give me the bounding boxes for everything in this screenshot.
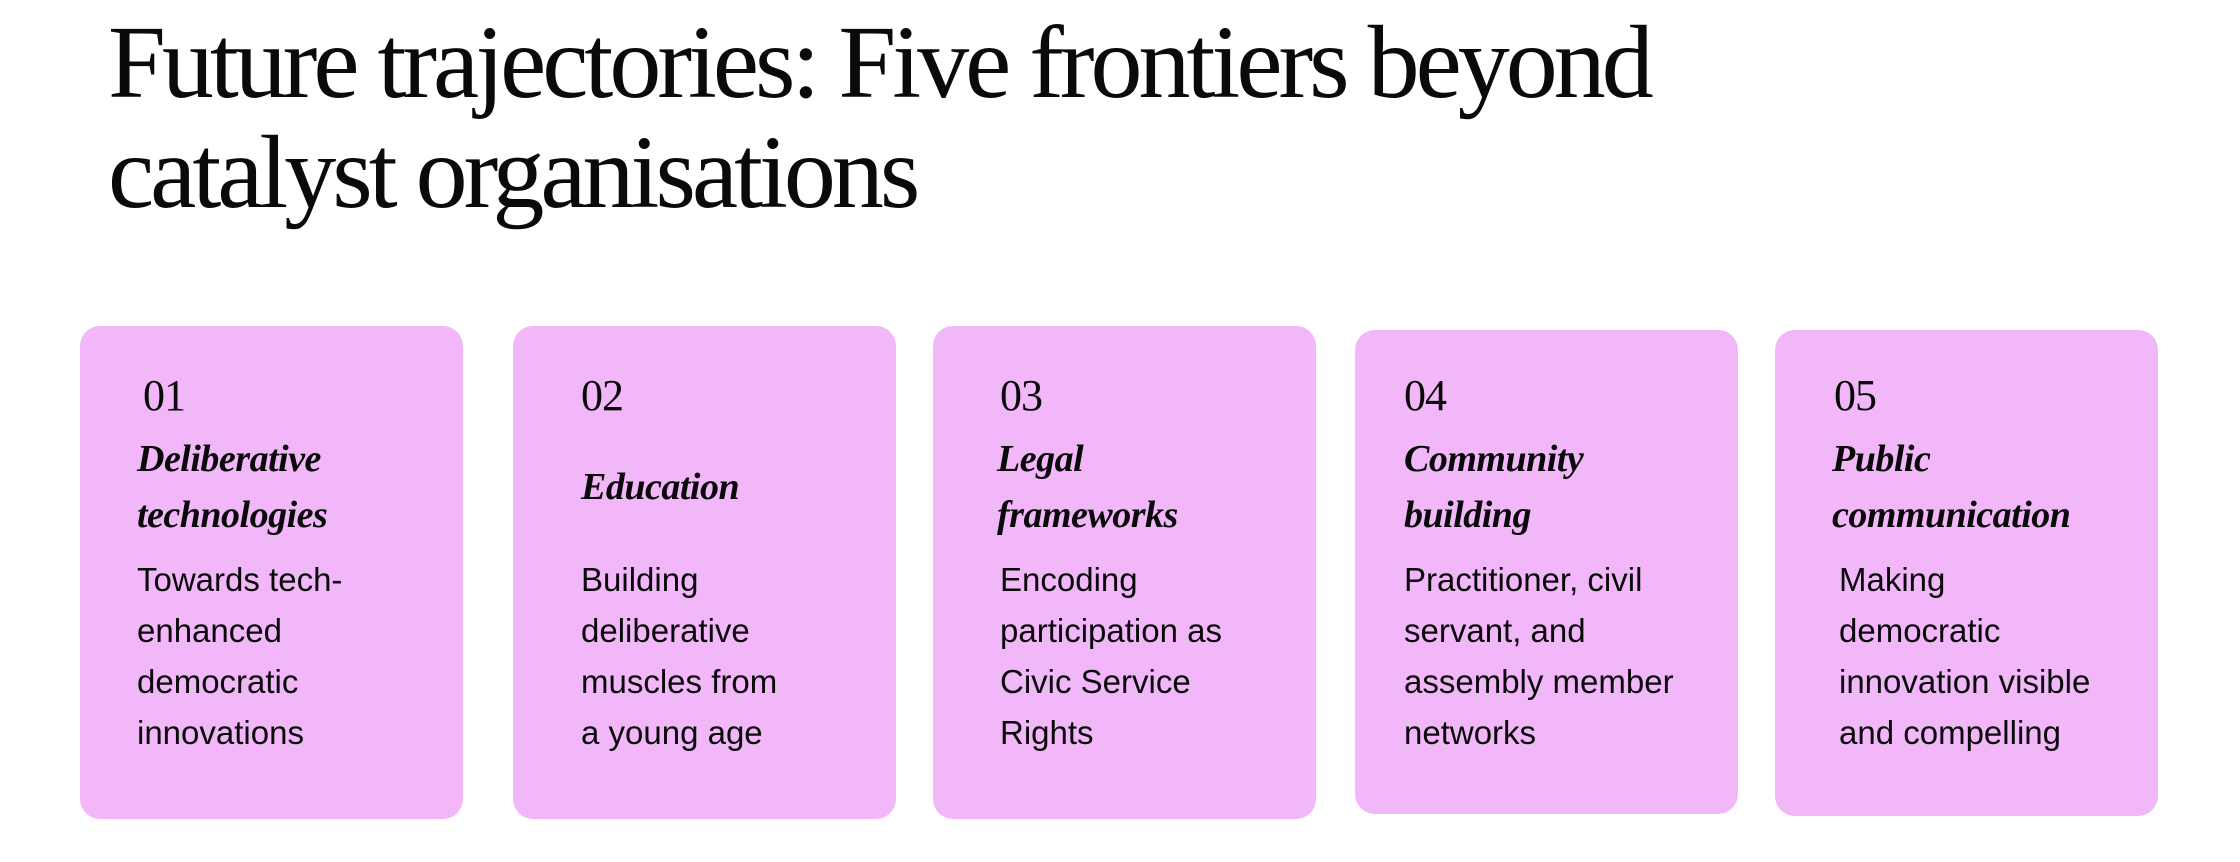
card-number: 02 [581,371,624,420]
card-description: Making democratic innovation visible and… [1839,561,2091,751]
frontier-card-1: 01 Deliberative technologies Towards tec… [80,326,463,819]
page-title: Future trajectories: Five frontiers beyo… [108,5,1654,230]
card-description: Practitioner, civil servant, and assembl… [1404,561,1674,751]
card-number: 04 [1404,371,1447,420]
card-number: 05 [1834,371,1877,420]
card-number: 03 [1000,371,1043,420]
card-title: Legal frameworks [997,438,1178,536]
card-title: Education [581,466,740,508]
card-title: Community building [1404,438,1584,536]
frontier-card-5: 05 Public communication Making democrati… [1775,330,2158,816]
card-description: Encoding participation as Civic Service … [1000,561,1222,751]
card-title: Public communication [1832,438,2071,536]
frontier-card-3: 03 Legal frameworks Encoding participati… [933,326,1316,819]
page-title-line-2: catalyst organisations [108,115,920,230]
frontier-card-4: 04 Community building Practitioner, civi… [1355,330,1738,814]
card-description: Towards tech- enhanced democratic innova… [137,561,343,751]
frontier-card-2: 02 Education Building deliberative muscl… [513,326,896,819]
card-description: Building deliberative muscles from a you… [581,561,778,751]
page-title-line-1: Future trajectories: Five frontiers beyo… [108,5,1654,120]
card-title: Deliberative technologies [137,438,328,536]
card-number: 01 [143,371,186,420]
